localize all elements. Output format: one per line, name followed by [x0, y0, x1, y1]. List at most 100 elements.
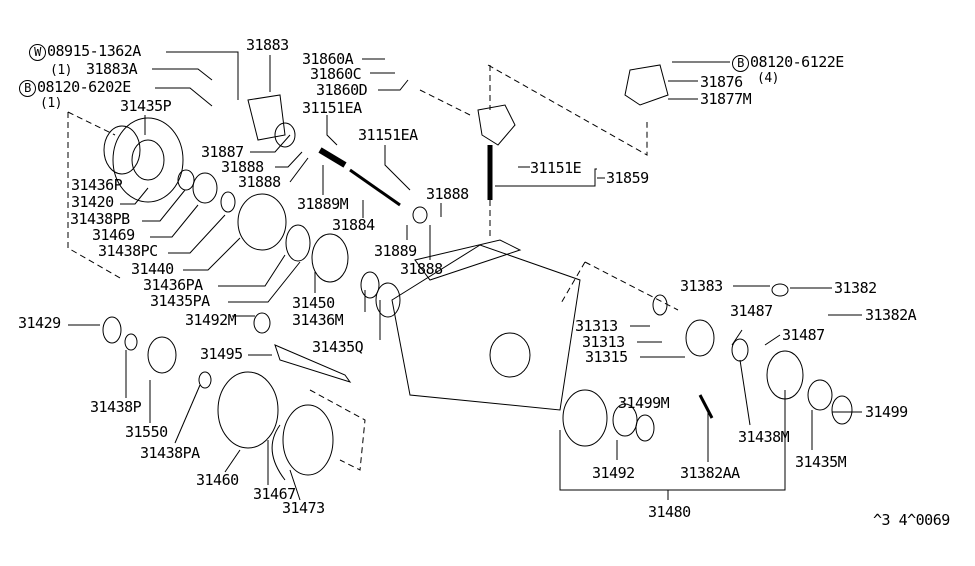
leader-31435PA [228, 261, 301, 303]
qty-08120-6122E: (4) [757, 71, 779, 86]
label-31383: 31383 [680, 277, 723, 295]
label-31382AA: 31382AA [680, 464, 740, 482]
label-31438PA: 31438PA [140, 444, 200, 462]
part-number: 08120-6202E [37, 78, 131, 96]
leader-31151EA-1 [326, 115, 338, 146]
label-31492: 31492 [592, 464, 635, 482]
diagram-code: ^3 4^0069 [873, 511, 950, 529]
leader-31888-1 [275, 151, 303, 168]
part-shapes [102, 64, 853, 481]
leader-31469 [150, 204, 199, 238]
part-31438M-gear [766, 350, 804, 400]
part-31382AA [698, 394, 714, 419]
part-31492 [612, 403, 638, 437]
label-31883A: 31883A [86, 60, 138, 78]
label-31888: 31888 [426, 185, 469, 203]
part-31889M [318, 147, 347, 168]
label-31438PC: 31438PC [98, 242, 158, 260]
leader-31887 [250, 134, 291, 153]
part-31315 [685, 319, 715, 357]
label-31889: 31889 [374, 242, 417, 260]
part-31884 [349, 168, 401, 207]
qty-08120-6202E: (1) [40, 96, 62, 111]
part-31438PA [198, 371, 212, 389]
dashed-guides [67, 64, 679, 471]
part-number: 08915-1362A [47, 42, 141, 60]
part-31435Q [375, 282, 401, 318]
label-31151EA: 31151EA [302, 99, 362, 117]
part-31469 [192, 172, 218, 204]
label-31440: 31440 [131, 260, 174, 278]
label-31438PB: 31438PB [70, 210, 130, 228]
label-31473: 31473 [282, 499, 325, 517]
leader-31480-bracket [559, 390, 786, 500]
leader-31436PA [218, 254, 286, 287]
part-31429 [102, 316, 122, 344]
label-31436P: 31436P [71, 176, 123, 194]
part-31467 [271, 424, 286, 481]
part-31438PC [220, 191, 236, 213]
part-31450 [311, 233, 349, 283]
leader-31460 [224, 449, 241, 473]
label-31467: 31467 [253, 485, 296, 503]
part-31492M [253, 312, 271, 334]
leader-31487-2 [764, 334, 781, 346]
transmission-case [391, 244, 581, 411]
part-31436P [103, 125, 141, 175]
leader-31438PB [142, 189, 186, 222]
label-31435P: 31435P [120, 97, 172, 115]
leader-31888-2 [289, 157, 309, 183]
part-31436PA [285, 224, 311, 262]
leader-31440 [183, 237, 241, 271]
part-31435M [807, 379, 833, 411]
bolt-symbol: B [732, 55, 749, 72]
leader-31883A [152, 68, 213, 81]
part-31313 [652, 294, 668, 316]
leader-31420 [120, 187, 149, 205]
label-31420: 31420 [71, 193, 114, 211]
label-31487: 31487 [782, 326, 825, 344]
part-31473 [282, 404, 334, 476]
label-31860D: 31860D [316, 81, 368, 99]
part-31420 [112, 117, 184, 203]
part-31487 [731, 338, 749, 362]
part-31889 [412, 206, 428, 224]
label-31889M: 31889M [297, 195, 349, 213]
washer-symbol: W [29, 44, 46, 61]
qty-08915: (1) [50, 63, 72, 78]
part-31550 [147, 336, 177, 374]
label-31436PA: 31436PA [143, 276, 203, 294]
label-31429: 31429 [18, 314, 61, 332]
part-31438P [124, 333, 138, 351]
label-31859: 31859 [606, 169, 649, 187]
label-31884: 31884 [332, 216, 375, 234]
part-31460 [217, 371, 279, 449]
label-31499M: 31499M [618, 394, 670, 412]
leader-31151EA-2 [384, 145, 411, 191]
label-31877M: 31877M [700, 90, 752, 108]
label-31860A: 31860A [302, 50, 354, 68]
part-31440 [237, 193, 287, 251]
bolt-symbol: B [19, 80, 36, 97]
label-31860C: 31860C [310, 65, 362, 83]
part-31859 [477, 104, 516, 146]
label-31435M: 31435M [795, 453, 847, 471]
label-31435PA: 31435PA [150, 292, 210, 310]
label-31436M: 31436M [292, 311, 344, 329]
label-31313: 31313 [582, 333, 625, 351]
part-31499M [635, 414, 655, 442]
part-31480-gear [562, 389, 608, 447]
part-31887 [274, 122, 296, 148]
label-31499: 31499 [865, 403, 908, 421]
label-31876: 31876 [700, 73, 743, 91]
part-31436M [360, 271, 380, 299]
leader-08120-6202E [155, 87, 213, 107]
part-31499 [831, 395, 853, 425]
label-31495: 31495 [200, 345, 243, 363]
label-31487: 31487 [730, 302, 773, 320]
leader-31860D [378, 79, 409, 91]
